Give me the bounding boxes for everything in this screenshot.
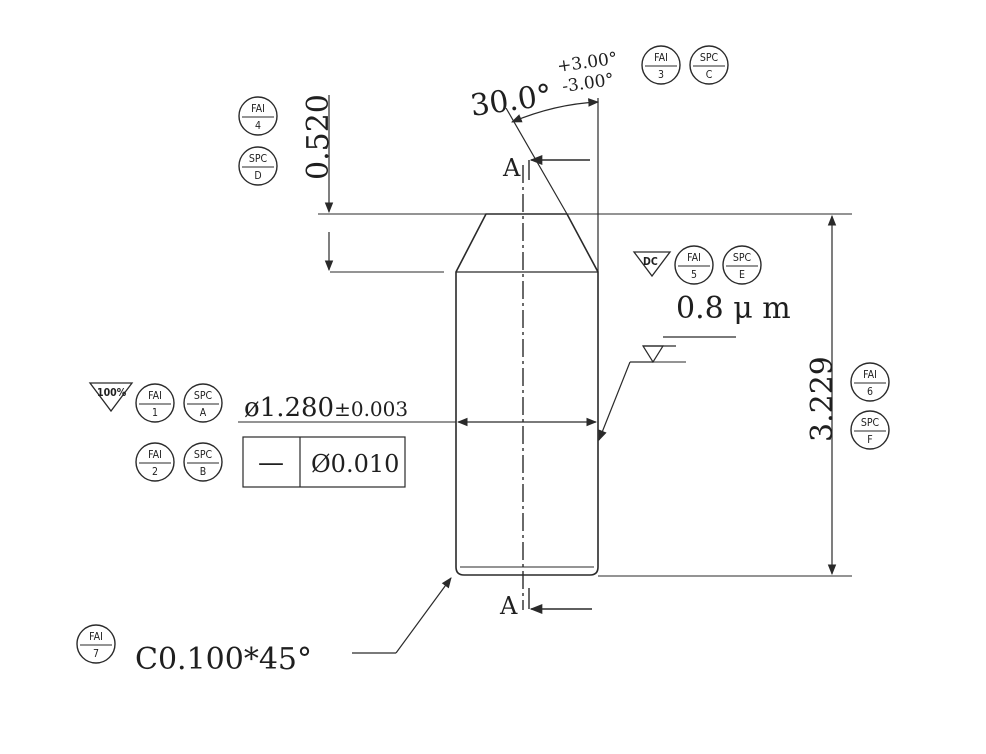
bubble-spc-f: SPC F xyxy=(850,410,890,450)
svg-text:100%: 100% xyxy=(97,387,127,399)
tip-height-dimension: 0.520 xyxy=(301,94,486,273)
bubble-spc-c: SPC C xyxy=(689,45,729,85)
100-percent-flag: 100% xyxy=(88,382,134,413)
chamfer-callout: C0.100*45° xyxy=(135,577,452,677)
bubble-spc-b: SPC B xyxy=(183,442,223,482)
diameter-value: ø1.280±0.003 xyxy=(244,393,408,423)
straightness-symbol: — xyxy=(258,448,284,478)
svg-text:FAI: FAI xyxy=(863,369,877,381)
roughness-callout: 0.8 μ m xyxy=(598,291,791,442)
svg-text:4: 4 xyxy=(255,120,261,132)
svg-text:FAI: FAI xyxy=(148,390,162,402)
dc-flag: DC xyxy=(632,251,672,278)
svg-text:A: A xyxy=(200,407,207,419)
angle-dimension: 30.0° +3.00° -3.00° xyxy=(468,49,619,272)
svg-text:2: 2 xyxy=(152,466,158,478)
bubble-fai-3: FAI 3 xyxy=(641,45,681,85)
svg-text:SPC: SPC xyxy=(861,417,880,429)
length-dimension: 3.229 xyxy=(567,213,852,577)
svg-text:FAI: FAI xyxy=(148,449,162,461)
svg-text:6: 6 xyxy=(867,386,873,398)
bubble-fai-1: FAI 1 xyxy=(135,383,175,423)
svg-text:FAI: FAI xyxy=(251,103,265,115)
roughness-value: 0.8 μ m xyxy=(676,291,791,326)
svg-text:5: 5 xyxy=(691,269,697,281)
svg-text:SPC: SPC xyxy=(733,252,752,264)
section-label-top: A xyxy=(502,154,521,182)
bubble-fai-5: FAI 5 xyxy=(674,245,714,285)
svg-text:C: C xyxy=(706,69,713,81)
svg-text:SPC: SPC xyxy=(194,390,213,402)
svg-text:D: D xyxy=(254,170,261,182)
bubble-fai-2: FAI 2 xyxy=(135,442,175,482)
bubble-spc-d: SPC D xyxy=(238,146,278,186)
bubble-spc-e: SPC E xyxy=(722,245,762,285)
svg-text:B: B xyxy=(200,466,206,478)
section-marker-top: A xyxy=(502,154,590,182)
svg-text:DC: DC xyxy=(643,256,658,268)
svg-text:FAI: FAI xyxy=(687,252,701,264)
section-label-bottom: A xyxy=(499,592,518,620)
svg-text:FAI: FAI xyxy=(89,631,103,643)
svg-text:1: 1 xyxy=(152,407,158,419)
section-marker-bottom: A xyxy=(499,588,592,620)
svg-text:SPC: SPC xyxy=(700,52,719,64)
svg-text:7: 7 xyxy=(93,648,99,660)
part-outline xyxy=(455,213,599,576)
svg-text:SPC: SPC xyxy=(249,153,268,165)
straightness-value: Ø0.010 xyxy=(311,450,399,478)
svg-text:FAI: FAI xyxy=(654,52,668,64)
svg-text:E: E xyxy=(739,269,745,281)
tip-height-value: 0.520 xyxy=(301,94,336,180)
angle-value: 30.0° xyxy=(468,78,554,124)
bubble-fai-7: FAI 7 xyxy=(76,624,116,664)
svg-text:3: 3 xyxy=(658,69,664,81)
bubble-spc-a: SPC A xyxy=(183,383,223,423)
bubble-fai-4: FAI 4 xyxy=(238,96,278,136)
diameter-dimension: ø1.280±0.003 xyxy=(238,393,598,427)
straightness-frame: — Ø0.010 xyxy=(242,436,406,488)
length-value: 3.229 xyxy=(805,356,840,442)
chamfer-value: C0.100*45° xyxy=(135,642,312,677)
svg-text:F: F xyxy=(867,434,872,446)
svg-text:SPC: SPC xyxy=(194,449,213,461)
bubble-fai-6: FAI 6 xyxy=(850,362,890,402)
